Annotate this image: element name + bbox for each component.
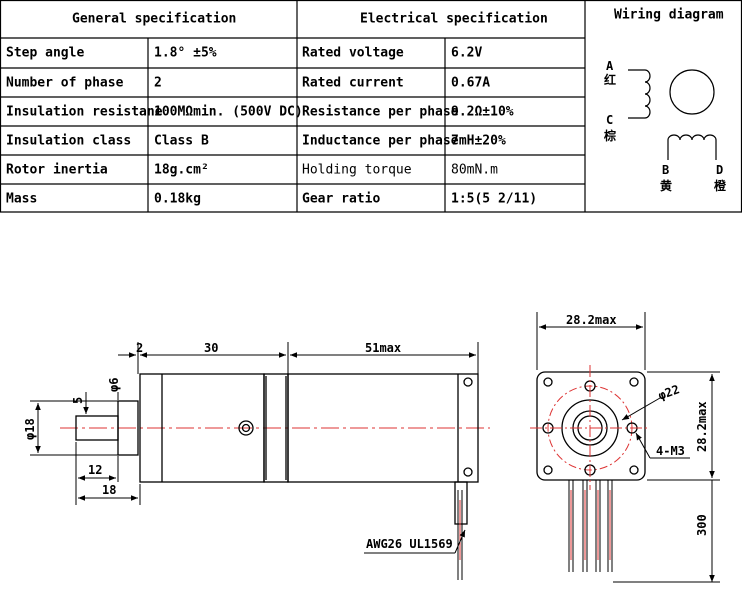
electrical-label: Rated voltage [302, 45, 404, 61]
electrical-label: Resistance per phase [302, 104, 459, 120]
wiring-coils [628, 69, 717, 160]
dim-28-height: 28.2max [695, 401, 709, 452]
side-dimensions [30, 342, 479, 554]
dim-5: 5 [71, 397, 85, 404]
dim-30: 30 [204, 341, 218, 355]
general-value: Class B [154, 133, 209, 149]
screw-hole [238, 420, 254, 436]
general-value: 100MΩmin. (500V DC) [154, 104, 303, 120]
dim-4-m3: 4-M3 [656, 444, 685, 458]
front-dimensions [536, 312, 720, 583]
wire-a-color: 红 [604, 73, 617, 87]
gearbox-boss [117, 400, 139, 456]
general-label: Insulation class [6, 133, 132, 149]
dim-12: 12 [88, 463, 102, 477]
motor-body [287, 373, 479, 483]
wire-spec-label: AWG26 UL1569 [366, 537, 453, 551]
dim-51max: 51max [365, 341, 401, 355]
dim-phi6: φ6 [107, 378, 121, 392]
dim-28-width: 28.2max [566, 313, 617, 327]
wire-b-color: 黄 [660, 179, 673, 193]
general-label: Mass [6, 191, 38, 207]
general-spec-header: General specification [72, 11, 237, 27]
electrical-spec-header: Electrical specification [360, 11, 548, 27]
electrical-value: 6.2V [451, 45, 483, 61]
electrical-label: Inductance per phase [302, 133, 459, 149]
general-label: Insulation resistane [6, 104, 163, 120]
front-view [530, 365, 650, 572]
wire-b-label: B [662, 163, 670, 177]
general-value: 1.8° ±5% [154, 45, 217, 61]
wire-d-color: 橙 [714, 179, 727, 193]
general-value: 2 [154, 75, 162, 91]
wire-c-color: 棕 [604, 129, 617, 143]
electrical-value: 1:5(5 2/11) [451, 191, 538, 207]
dim-300: 300 [695, 514, 709, 536]
general-label: Number of phase [6, 75, 124, 91]
electrical-value: 9.2Ω±10% [451, 104, 514, 120]
electrical-value: 80mN.m [451, 162, 498, 178]
dim-phi22: φ22 [656, 382, 681, 403]
electrical-label: Holding torque [302, 162, 412, 178]
electrical-label: Rated current [302, 75, 404, 91]
motor-face [536, 371, 646, 481]
electrical-label: Gear ratio [302, 191, 381, 207]
specification-table: General specification Electrical specifi… [0, 0, 742, 213]
wiring-diagram-header: Wiring diagram [614, 7, 724, 23]
general-value: 18g.cm² [154, 162, 209, 178]
electrical-value: 7mH±20% [451, 133, 506, 149]
wire-a-label: A [606, 59, 614, 73]
side-view [60, 373, 490, 580]
dim-18: 18 [102, 483, 116, 497]
general-label: Rotor inertia [6, 162, 108, 178]
wire-c-label: C [606, 113, 614, 127]
general-label: Step angle [6, 45, 85, 61]
dim-phi18: φ18 [23, 418, 37, 440]
wire-d-label: D [716, 163, 724, 177]
dim-2: 2 [136, 341, 143, 355]
general-value: 0.18kg [154, 191, 201, 207]
wire-bundle [454, 481, 468, 525]
electrical-value: 0.67A [451, 75, 491, 91]
